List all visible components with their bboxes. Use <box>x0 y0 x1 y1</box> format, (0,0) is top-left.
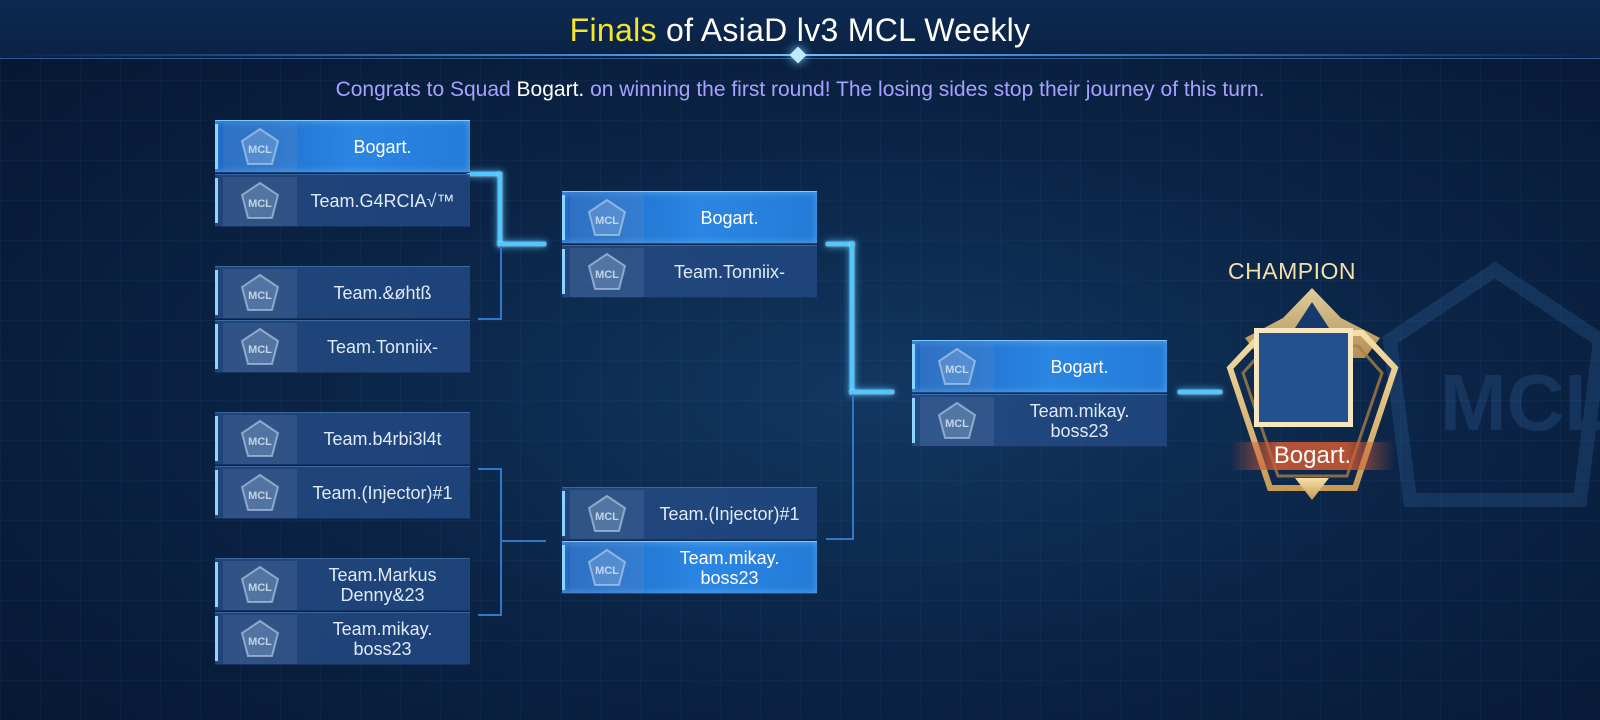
connector-line <box>850 390 894 394</box>
connector-line <box>850 242 854 394</box>
mcl-logo-icon: MCL <box>570 248 644 297</box>
mcl-logo-icon: MCL <box>223 561 297 610</box>
svg-text:MCL: MCL <box>248 144 272 156</box>
mcl-logo-icon: MCL <box>223 469 297 518</box>
subtitle-team: Bogart. <box>516 78 585 101</box>
connector-line <box>498 242 546 246</box>
team-name: Team.(Injector)#1 <box>312 482 453 503</box>
mcl-logo-icon: MCL <box>223 323 297 372</box>
bracket-slot-r2m2-bottom[interactable]: MCL Team.mikay. boss23 <box>562 541 817 594</box>
team-name: Team.(Injector)#1 <box>659 503 800 524</box>
team-name: Team.b4rbi3l4t <box>323 428 442 449</box>
mcl-logo-icon: MCL <box>223 269 297 318</box>
champion-name: Bogart. <box>1273 442 1352 469</box>
connector-line <box>478 468 502 470</box>
svg-text:MCL: MCL <box>595 565 619 577</box>
mcl-logo-icon: MCL <box>920 397 994 446</box>
champion-label: CHAMPION <box>1228 258 1356 284</box>
mcl-logo-icon: MCL <box>570 194 644 243</box>
connector-line <box>500 468 502 616</box>
connector-line <box>478 318 502 320</box>
svg-text:MCL: MCL <box>248 490 272 502</box>
mcl-logo-icon: MCL <box>223 123 297 172</box>
svg-text:MCL: MCL <box>248 582 272 594</box>
team-name: Team.&øhtß <box>333 282 432 303</box>
mcl-watermark-icon: MCL <box>1382 261 1600 507</box>
title-highlight: Finals <box>569 12 657 48</box>
mcl-logo-icon: MCL <box>570 544 644 593</box>
bracket-slot-r1m1-top[interactable]: MCL Bogart. <box>215 120 470 173</box>
bracket-slot-r1m2-top[interactable]: MCL Team.&øhtß <box>215 266 470 319</box>
bracket-slot-final-top[interactable]: MCL Bogart. <box>912 340 1167 393</box>
bracket-slot-r2m1-top[interactable]: MCL Bogart. <box>562 191 817 244</box>
connector-line <box>1178 390 1222 394</box>
svg-text:MCL: MCL <box>595 269 619 281</box>
bracket-slot-r2m2-top[interactable]: MCL Team.(Injector)#1 <box>562 487 817 540</box>
subtitle-suffix: on winning the first round! The losing s… <box>584 78 1265 101</box>
svg-text:MCL: MCL <box>248 636 272 648</box>
bracket-slot-r1m3-bottom[interactable]: MCL Team.(Injector)#1 <box>215 466 470 519</box>
bracket-slot-r1m3-top[interactable]: MCL Team.b4rbi3l4t <box>215 412 470 465</box>
connector-line <box>500 246 502 320</box>
connector-line <box>826 242 854 246</box>
connector-line <box>852 394 854 540</box>
bracket-slot-r2m1-bottom[interactable]: MCL Team.Tonniix- <box>562 245 817 298</box>
team-name: Team.Markus Denny&23 <box>328 564 437 605</box>
subtitle-message: Congrats to Squad Bogart. on winning the… <box>0 78 1600 102</box>
bracket-slot-r1m4-bottom[interactable]: MCL Team.mikay. boss23 <box>215 612 470 665</box>
champion-crown-emblem-icon[interactable] <box>1225 288 1400 503</box>
team-name: Team.Tonniix- <box>673 261 786 282</box>
team-name: Team.G4RCIA√™ <box>310 190 455 211</box>
connector-line <box>468 172 500 176</box>
svg-text:MCL: MCL <box>248 198 272 210</box>
team-name: Team.Tonniix- <box>326 336 439 357</box>
team-name: Team.mikay. boss23 <box>1029 400 1130 441</box>
subtitle-prefix: Congrats to Squad <box>335 78 517 101</box>
mcl-logo-icon: MCL <box>223 615 297 664</box>
page-title: Finals of AsiaD lv3 MCL Weekly <box>0 12 1600 49</box>
svg-text:MCL: MCL <box>248 290 272 302</box>
connector-line <box>478 614 502 616</box>
svg-text:MCL: MCL <box>595 215 619 227</box>
mcl-logo-icon: MCL <box>920 343 994 392</box>
bracket-slot-final-bottom[interactable]: MCL Team.mikay. boss23 <box>912 394 1167 447</box>
mcl-logo-icon: MCL <box>570 490 644 539</box>
team-name: Bogart. <box>700 207 759 228</box>
mcl-logo-icon: MCL <box>223 415 297 464</box>
team-name: Bogart. <box>1050 356 1109 377</box>
bracket-slot-r1m4-top[interactable]: MCL Team.Markus Denny&23 <box>215 558 470 611</box>
bracket-slot-r1m2-bottom[interactable]: MCL Team.Tonniix- <box>215 320 470 373</box>
svg-text:MCL: MCL <box>945 364 969 376</box>
svg-text:MCL: MCL <box>945 418 969 430</box>
team-name: Team.mikay. boss23 <box>679 547 780 588</box>
connector-line <box>500 540 546 542</box>
title-rest: of AsiaD lv3 MCL Weekly <box>656 12 1031 48</box>
connector-line <box>498 172 502 246</box>
team-name: Bogart. <box>353 136 412 157</box>
svg-text:MCL: MCL <box>595 511 619 523</box>
svg-text:MCL: MCL <box>248 436 272 448</box>
team-name: Team.mikay. boss23 <box>332 618 433 659</box>
svg-text:MCL: MCL <box>1440 358 1600 447</box>
connector-line <box>826 538 854 540</box>
svg-text:MCL: MCL <box>248 344 272 356</box>
champion-banner <box>1230 442 1395 470</box>
bracket-slot-r1m1-bottom[interactable]: MCL Team.G4RCIA√™ <box>215 174 470 227</box>
mcl-logo-icon: MCL <box>223 177 297 226</box>
